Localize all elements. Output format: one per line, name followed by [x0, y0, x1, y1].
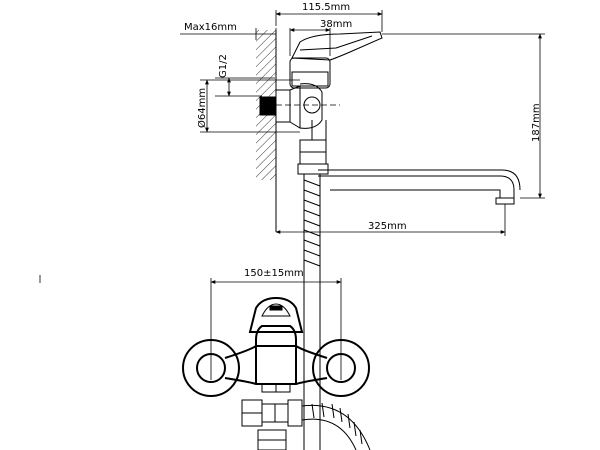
dim-total-width: 115.5mm: [302, 2, 350, 13]
faucet-body: [289, 57, 331, 89]
right-flange: [312, 339, 370, 397]
side-view: Max16mm G1/2 Ø64mm 115.5mm 38mm 187mm 32…: [39, 2, 545, 450]
dim-spacing: 150±15mm: [244, 268, 304, 279]
shower-hose: [303, 174, 321, 450]
dim-spout-length: 325mm: [368, 221, 407, 232]
dim-height: 187mm: [531, 103, 542, 142]
lever-handle: [291, 31, 383, 61]
front-lever: [248, 296, 304, 333]
spout: [318, 175, 515, 199]
left-flange: [182, 339, 240, 397]
wall-nut: [259, 96, 277, 116]
dim-flange: Ø64mm: [196, 88, 208, 128]
dim-max-mount: Max16mm: [184, 22, 237, 33]
dim-thread: G1/2: [218, 54, 229, 78]
front-hose: [301, 402, 371, 450]
front-view: 150±15mm: [182, 268, 371, 450]
dim-body-width: 38mm: [320, 19, 352, 30]
